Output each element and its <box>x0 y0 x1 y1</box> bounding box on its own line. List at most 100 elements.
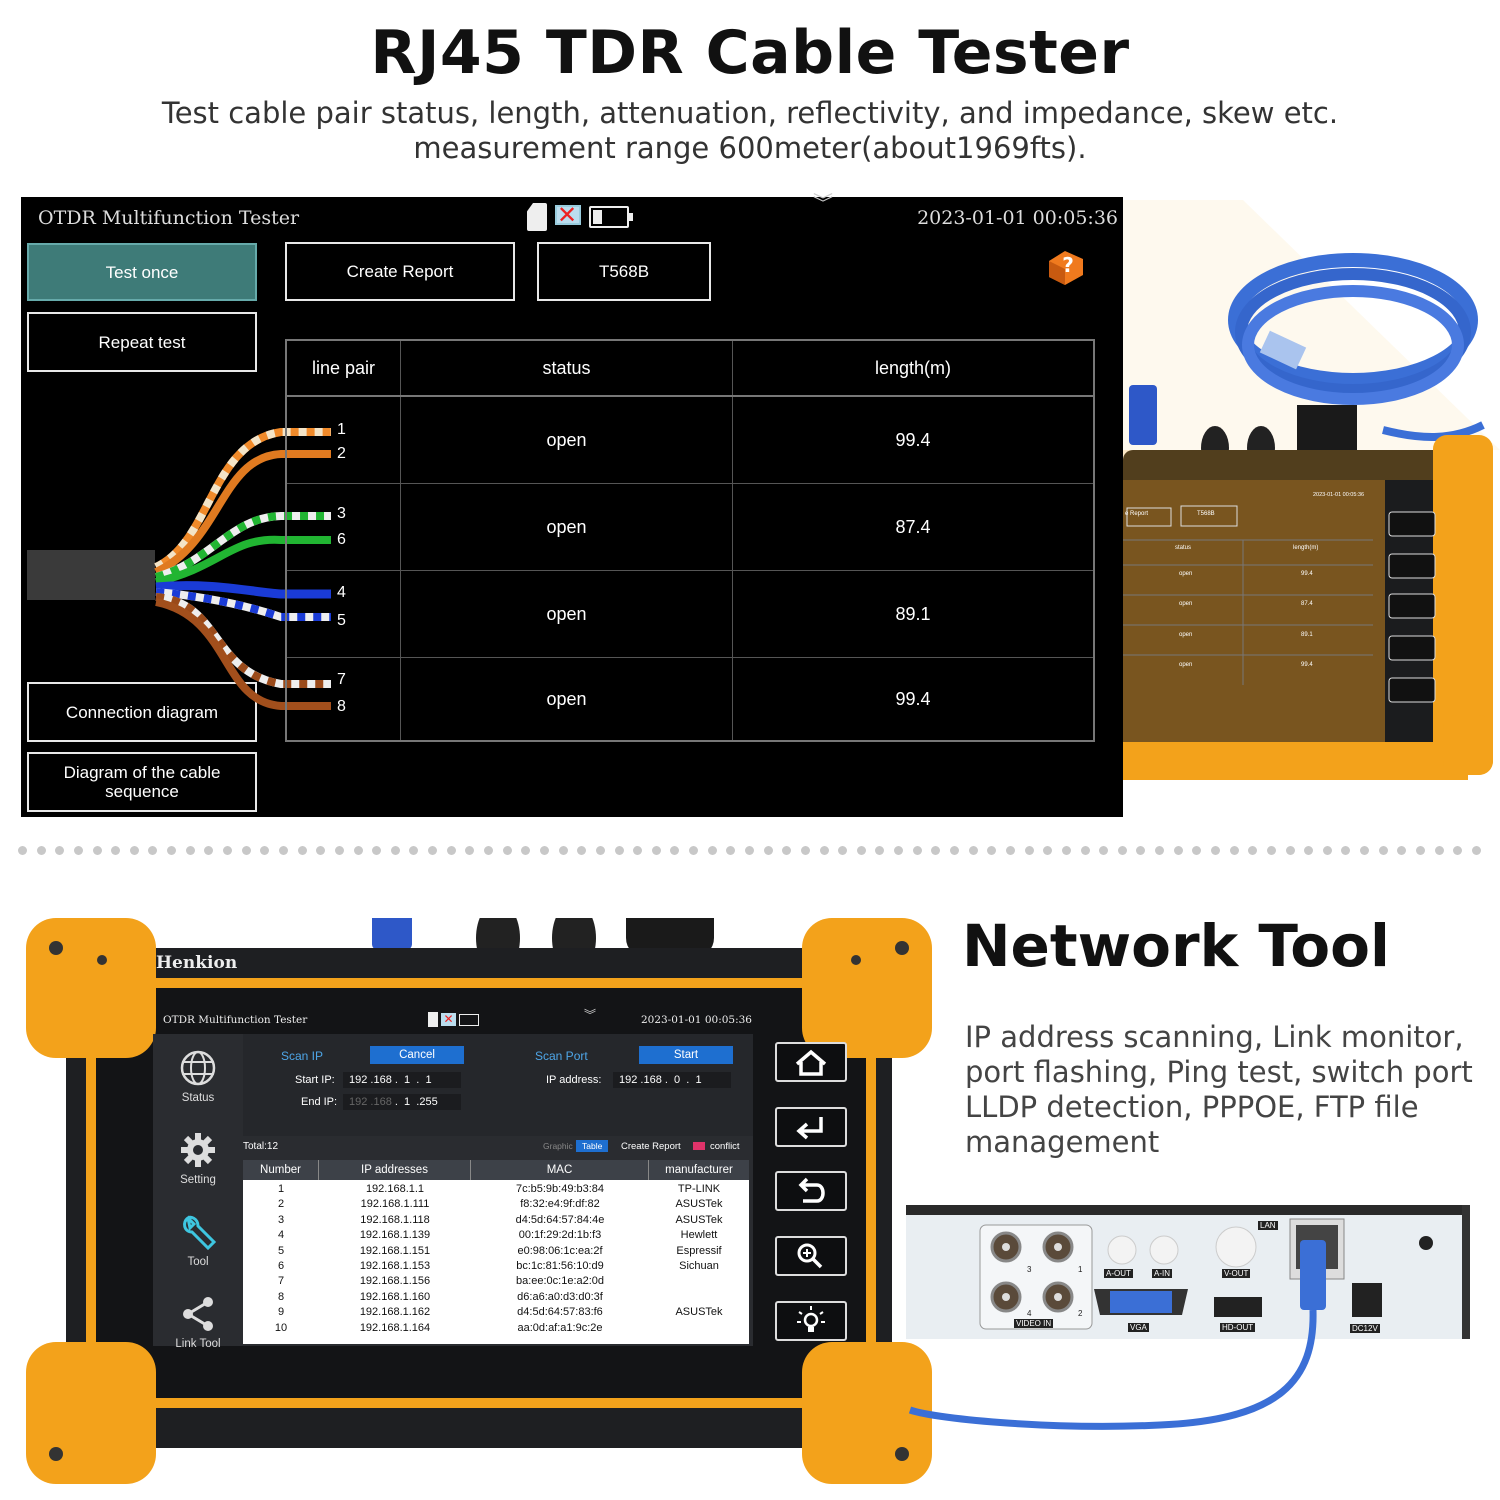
bnc-number: 1 <box>1078 1265 1083 1274</box>
table-cell: 192.168.1.160 <box>359 1290 431 1303</box>
cable-sequence-button[interactable]: Diagram of the cable sequence <box>27 752 257 812</box>
zoom-icon <box>797 1243 823 1269</box>
svg-text:?: ? <box>1062 253 1074 277</box>
mini-length-cell: 99.4 <box>1301 662 1313 668</box>
wire-number: 7 <box>337 671 346 688</box>
column-header: line pair <box>287 341 401 395</box>
mini-standard-label: T568B <box>1197 511 1215 517</box>
network-disconnected-icon: ✕ <box>441 1013 456 1026</box>
create-report-button[interactable]: Create Report <box>285 242 515 301</box>
page-title: RJ45 TDR Cable Tester <box>370 18 1130 88</box>
cancel-button[interactable]: Cancel <box>370 1046 464 1064</box>
battery-icon <box>459 1013 479 1026</box>
tab-table[interactable]: Table <box>576 1140 609 1152</box>
chevron-down-icon[interactable]: ︾ <box>813 191 833 215</box>
tab-graphic[interactable]: Graphic <box>543 1141 573 1151</box>
table-cell: TP-LINK <box>677 1183 721 1195</box>
table-cell: Sichuan <box>679 1260 719 1272</box>
start-ip-label: Start IP: <box>295 1074 335 1086</box>
status-cell: open <box>401 571 733 657</box>
end-ip-prefix: 192 .168 <box>349 1096 392 1108</box>
status-cell: open <box>401 397 733 483</box>
video-in-label: VIDEO IN <box>1014 1319 1054 1328</box>
datetime: 2023-01-01 00:05:36 <box>917 207 1118 229</box>
table-cell: 192.168.1.1 <box>365 1183 425 1195</box>
table-header-row: Number IP addresses MAC manufacturer <box>243 1160 749 1180</box>
a-out-label: A-OUT <box>1104 1269 1133 1278</box>
sd-card-icon <box>428 1012 438 1027</box>
cable-coil-image <box>1123 200 1500 450</box>
status-cell: open <box>401 658 733 740</box>
column-header: length(m) <box>874 357 952 378</box>
cable-jacket <box>27 550 155 600</box>
table-cell: 9 <box>277 1306 285 1319</box>
zoom-button[interactable] <box>775 1236 847 1276</box>
enter-button[interactable] <box>775 1107 847 1147</box>
sidebar-item-label: Setting <box>180 1174 216 1186</box>
start-ip-input[interactable]: 192 .168 . 1 . 1 <box>343 1072 461 1088</box>
table-cell: 3 <box>277 1213 285 1226</box>
wire-number: 6 <box>337 531 346 548</box>
ip-address-label: IP address: <box>546 1074 602 1086</box>
table-cell: 10 <box>274 1321 288 1334</box>
help-icon[interactable]: ? <box>1043 247 1087 287</box>
table-cell: ASUSTek <box>675 1306 723 1319</box>
battery-icon <box>589 206 633 228</box>
sidebar-item-link-tool[interactable]: Link Tool <box>153 1294 243 1350</box>
table-cell: d4:5d:64:57:84:4e <box>515 1213 605 1226</box>
gear-icon <box>181 1133 215 1167</box>
mini-column-header: status <box>1175 545 1192 551</box>
table-cell: ASUSTek <box>675 1198 723 1211</box>
wiring-standard-button[interactable]: T568B <box>537 242 711 301</box>
scan-ip-label: Scan IP <box>281 1049 324 1063</box>
column-header: Number <box>243 1160 319 1180</box>
dc-label: DC12V <box>1350 1324 1380 1333</box>
globe-icon <box>180 1050 216 1086</box>
table-cell: d6:a6:a0:d3:d0:3f <box>517 1290 603 1303</box>
cable-wires-diagram <box>154 428 331 710</box>
sd-card-icon <box>527 203 547 231</box>
connection-diagram-button[interactable]: Connection diagram <box>27 682 257 742</box>
sidebar-item-tool[interactable]: Tool <box>153 1212 243 1268</box>
table-cell: ASUSTek <box>675 1213 723 1226</box>
home-button[interactable] <box>775 1042 847 1082</box>
table-cell: 192.168.1.111 <box>360 1198 430 1211</box>
sidebar-item-label: Tool <box>187 1256 209 1268</box>
brightness-button[interactable] <box>775 1301 847 1341</box>
chevron-down-icon[interactable]: ︾ <box>584 1008 597 1022</box>
table-cell: 192.168.1.153 <box>359 1260 431 1272</box>
total-count: Total:12 <box>243 1141 279 1152</box>
column-header: MAC <box>471 1160 649 1180</box>
scan-port-label: Scan Port <box>535 1049 588 1063</box>
end-ip-input[interactable]: 192 .168 . 1 .255 <box>343 1094 461 1110</box>
conflict-legend-swatch <box>693 1142 705 1150</box>
bnc-number: 2 <box>1078 1309 1083 1318</box>
table-row: open 99.4 <box>287 658 1093 740</box>
bnc-number: 4 <box>1027 1309 1032 1318</box>
test-once-button[interactable]: Test once <box>27 243 257 301</box>
lan-label: LAN <box>1258 1221 1278 1230</box>
back-button[interactable] <box>775 1171 847 1211</box>
port-ip-input[interactable]: 192 .168 . 0 . 1 <box>613 1072 731 1088</box>
table-cell: bc:1c:81:56:10:d9 <box>516 1260 604 1272</box>
start-button[interactable]: Start <box>639 1046 733 1064</box>
repeat-test-button[interactable]: Repeat test <box>27 312 257 372</box>
sidebar-item-setting[interactable]: Setting <box>153 1130 243 1186</box>
sidebar-item-status[interactable]: Status <box>153 1048 243 1104</box>
table-cell: aa:0d:af:a1:9c:2e <box>517 1321 603 1334</box>
hd-out-label: HD-OUT <box>1220 1323 1256 1332</box>
create-report-button[interactable]: Create Report <box>621 1141 681 1152</box>
length-cell: 87.4 <box>895 516 931 537</box>
table-cell: Espressif <box>676 1244 722 1257</box>
end-ip-label: End IP: <box>301 1096 338 1108</box>
